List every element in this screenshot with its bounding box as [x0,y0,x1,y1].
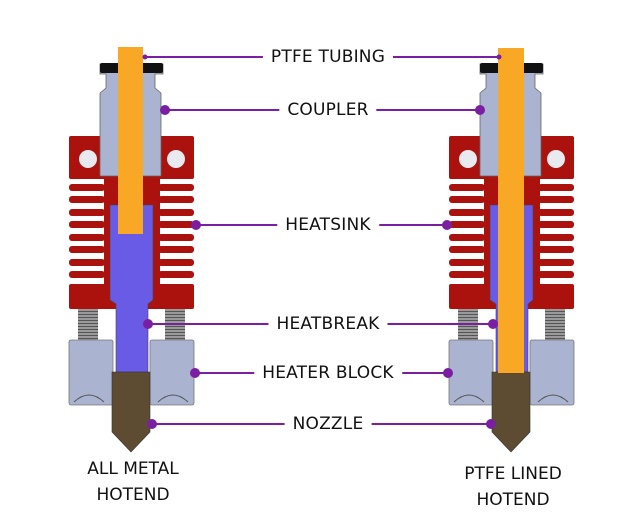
caption-ptfe-lined-hotend: PTFE LINED HOTEND [464,461,562,512]
ptfe-tube [498,48,524,373]
label-coupler: COUPLER [279,100,377,120]
caption-line: HOTEND [96,485,170,505]
leader-dots [142,54,502,429]
ptfe-lined-hotend [448,48,575,453]
label-nozzle: NOZZLE [284,414,372,434]
caption-line: ALL METAL [87,459,179,479]
label-ptfe-tubing: PTFE TUBING [262,47,394,67]
label-heater-block: HEATER BLOCK [254,363,402,383]
label-heatsink: HEATSINK [277,215,379,235]
caption-all-metal-hotend: ALL METAL HOTEND [87,456,179,508]
all-metal-hotend [68,47,195,453]
caption-line: PTFE LINED [464,464,562,484]
caption-line: HOTEND [476,490,550,510]
label-heatbreak: HEATBREAK [268,314,388,334]
ptfe-tube [118,47,143,234]
